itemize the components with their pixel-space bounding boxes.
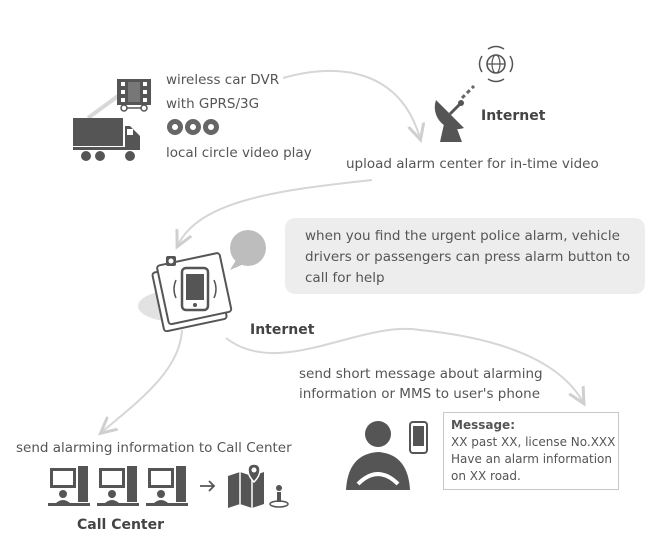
message-box (443, 412, 619, 490)
globe-signal-icon (478, 45, 514, 83)
message-line1: XX past XX, license No.XXX (451, 435, 616, 449)
map-icon (228, 463, 289, 508)
film-strip-icon (117, 79, 151, 112)
internet-mid-label: Internet (250, 322, 315, 338)
sms-line2: information or MMS to user's phone (299, 386, 541, 402)
alarm-bubble-text: when you find the urgent police alarm, v… (305, 226, 635, 289)
alarm-bubble (285, 218, 645, 294)
disc-icon (167, 119, 219, 135)
message-line2: Have an alarm information (451, 452, 612, 466)
dvr-line1: wireless car DVR (166, 72, 280, 88)
satellite-dish-icon (434, 84, 476, 142)
upload-text: upload alarm center for in-time video (346, 156, 599, 172)
arrow-dvr-to-internet (282, 70, 420, 138)
dvr-line2: with GPRS/3G (166, 96, 260, 112)
arrow-phone-to-callcenter (102, 329, 183, 432)
user-icon (346, 421, 410, 490)
callcenter-send-text: send alarming information to Call Center (16, 440, 292, 456)
arrow-phone-to-user (225, 327, 583, 402)
callcenter-label: Call Center (77, 517, 165, 533)
truck-icon (73, 94, 140, 161)
sms-line1: send short message about alarming (299, 366, 543, 382)
mobile-phone-icon (409, 421, 428, 454)
arrow-internet-to-phone (178, 179, 373, 245)
dvr-line3: local circle video play (166, 145, 312, 161)
message-line3: on XX road. (451, 469, 521, 483)
alarm-line3: call for help (305, 270, 385, 286)
alarm-line1: when you find the urgent police alarm, v… (305, 228, 620, 244)
message-title: Message: (451, 418, 515, 432)
alarm-line2: drivers or passengers can press alarm bu… (305, 249, 631, 265)
internet-top-label: Internet (481, 108, 546, 124)
alarm-phone-icon (138, 230, 266, 332)
computer-workstation-icon (48, 466, 216, 506)
